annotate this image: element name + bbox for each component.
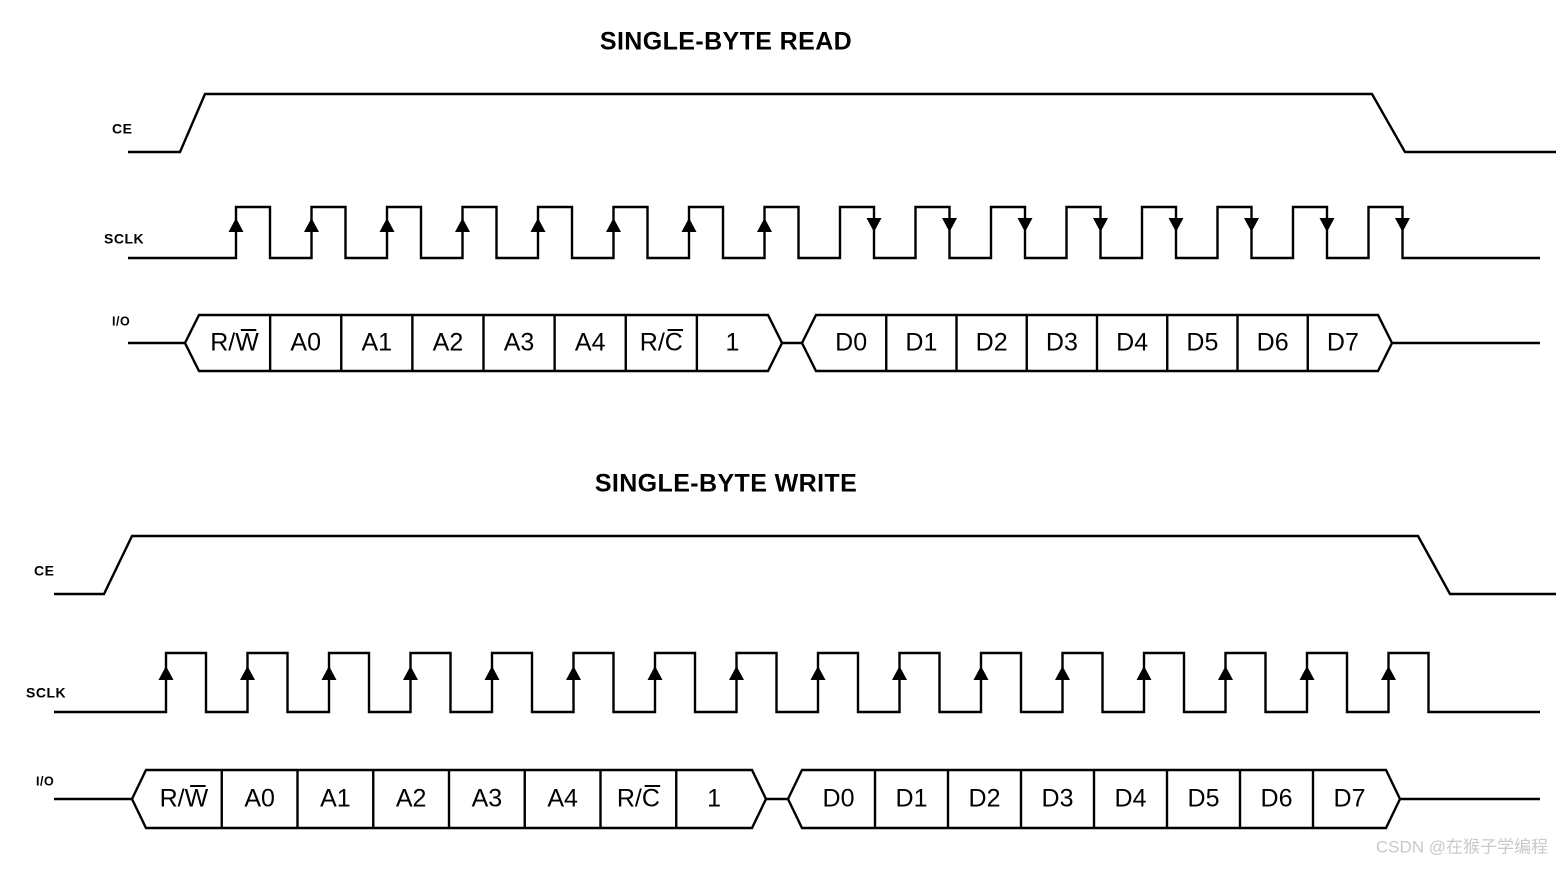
csdn-watermark: CSDN @在猴子学编程 bbox=[1376, 837, 1548, 856]
falling-edge-arrow-icon bbox=[866, 218, 882, 232]
sclk-waveform bbox=[54, 651, 1540, 714]
rising-edge-arrow-icon bbox=[158, 666, 174, 680]
io-cell-label: A4 bbox=[575, 329, 606, 357]
sclk-edge-arrow-group bbox=[158, 666, 1396, 680]
io-cell-label: D4 bbox=[1115, 785, 1147, 813]
section-title: SINGLE-BYTE WRITE bbox=[595, 470, 857, 498]
rising-edge-arrow-icon bbox=[321, 666, 337, 680]
io-cell-label: R/W bbox=[210, 329, 259, 357]
io-cell-label: D5 bbox=[1188, 785, 1220, 813]
io-cell-label: D3 bbox=[1042, 785, 1074, 813]
io-cell-label: A3 bbox=[504, 329, 535, 357]
rising-edge-arrow-icon bbox=[681, 218, 697, 232]
signal-single-byte-write-sclk: SCLK bbox=[26, 651, 1540, 714]
signal-label-ce: CE bbox=[34, 563, 54, 579]
watermark-group: CSDN @在猴子学编程 bbox=[1376, 837, 1548, 856]
io-cell-label: D1 bbox=[896, 785, 928, 813]
ce-waveform bbox=[128, 92, 1556, 154]
rising-edge-arrow-icon bbox=[1218, 666, 1233, 680]
falling-edge-arrow-icon bbox=[1244, 218, 1259, 232]
io-cell-label: D3 bbox=[1046, 329, 1078, 357]
rising-edge-arrow-icon bbox=[1299, 666, 1315, 680]
io-cell-label: A4 bbox=[547, 785, 578, 813]
rising-edge-arrow-icon bbox=[530, 218, 546, 232]
io-cell-label: D4 bbox=[1116, 329, 1148, 357]
signal-single-byte-read-io: I/O R/W A0 A1 A2 A3 A4 R/C 1 D0 D1 D2 D3 D4 D5 D6 D7 bbox=[112, 313, 1540, 373]
io-cell-label: A2 bbox=[433, 329, 464, 357]
rising-edge-arrow-icon bbox=[379, 218, 395, 232]
rising-edge-arrow-icon bbox=[240, 666, 255, 680]
io-cell-label: A2 bbox=[396, 785, 427, 813]
io-cell-label: R/C bbox=[617, 785, 660, 813]
signal-single-byte-write-ce: CE bbox=[34, 534, 1556, 596]
io-bus-group-write-data-byte: D0 D1 D2 D3 D4 D5 D6 D7 bbox=[786, 768, 1402, 830]
io-bus-group-write-command-byte: R/W A0 A1 A2 A3 A4 R/C 1 bbox=[130, 768, 768, 830]
io-cell-label: A1 bbox=[362, 329, 393, 357]
rising-edge-arrow-icon bbox=[892, 666, 907, 680]
signal-label-sclk: SCLK bbox=[104, 231, 144, 247]
ce-waveform bbox=[54, 534, 1556, 596]
io-cell-label: R/W bbox=[160, 785, 209, 813]
rising-edge-arrow-icon bbox=[1136, 666, 1152, 680]
falling-edge-arrow-icon bbox=[1319, 218, 1335, 232]
signal-label-sclk: SCLK bbox=[26, 685, 66, 701]
io-cell-label: A1 bbox=[320, 785, 351, 813]
io-cell-label: D6 bbox=[1261, 785, 1293, 813]
sclk-waveform bbox=[128, 205, 1540, 260]
rising-edge-arrow-icon bbox=[484, 666, 500, 680]
rising-edge-arrow-icon bbox=[729, 666, 744, 680]
io-cell-label: D7 bbox=[1327, 329, 1359, 357]
rising-edge-arrow-icon bbox=[757, 218, 772, 232]
io-cell-label: A0 bbox=[244, 785, 275, 813]
io-cell-label: D5 bbox=[1186, 329, 1218, 357]
section-title: SINGLE-BYTE READ bbox=[600, 28, 852, 56]
io-cell-label: D2 bbox=[969, 785, 1001, 813]
io-cell-label: D0 bbox=[835, 329, 867, 357]
io-bus-group-read-data-byte: D0 D1 D2 D3 D4 D5 D6 D7 bbox=[800, 313, 1394, 373]
io-cell-label: D0 bbox=[823, 785, 855, 813]
signal-single-byte-read-sclk: SCLK bbox=[104, 205, 1540, 260]
rising-edge-arrow-icon bbox=[228, 218, 244, 232]
rising-edge-arrow-icon bbox=[647, 666, 663, 680]
io-cell-label: 1 bbox=[725, 329, 739, 357]
io-cell-label: A3 bbox=[472, 785, 503, 813]
rising-edge-arrow-icon bbox=[566, 666, 581, 680]
io-cell-label: D7 bbox=[1334, 785, 1366, 813]
falling-edge-arrow-icon bbox=[1168, 218, 1184, 232]
rising-edge-arrow-icon bbox=[455, 218, 470, 232]
signal-label-ce: CE bbox=[112, 121, 132, 137]
rising-edge-arrow-icon bbox=[973, 666, 989, 680]
falling-edge-arrow-icon bbox=[1093, 218, 1108, 232]
io-bus-group-read-command-byte: R/W A0 A1 A2 A3 A4 R/C 1 bbox=[183, 313, 784, 373]
rising-edge-arrow-icon bbox=[403, 666, 418, 680]
io-cell-label: D2 bbox=[976, 329, 1008, 357]
io-cell-label: D1 bbox=[905, 329, 937, 357]
rising-edge-arrow-icon bbox=[606, 218, 621, 232]
io-cell-label: R/C bbox=[640, 329, 683, 357]
signal-label-io: I/O bbox=[36, 774, 54, 788]
rising-edge-arrow-icon bbox=[304, 218, 319, 232]
io-cell-label: D6 bbox=[1257, 329, 1289, 357]
io-cell-label: 1 bbox=[707, 785, 721, 813]
falling-edge-arrow-icon bbox=[942, 218, 957, 232]
falling-edge-arrow-icon bbox=[1395, 218, 1410, 232]
falling-edge-arrow-icon bbox=[1017, 218, 1033, 232]
signal-single-byte-read-ce: CE bbox=[112, 92, 1556, 154]
rising-edge-arrow-icon bbox=[1055, 666, 1070, 680]
io-cell-label: A0 bbox=[290, 329, 321, 357]
rising-edge-arrow-icon bbox=[810, 666, 826, 680]
signal-label-io: I/O bbox=[112, 314, 130, 328]
sclk-edge-arrow-group bbox=[228, 218, 1410, 232]
rising-edge-arrow-icon bbox=[1381, 666, 1396, 680]
signal-single-byte-write-io: I/O R/W A0 A1 A2 A3 A4 R/C 1 D0 D1 D2 D3 D4 D5 D6 D7 bbox=[36, 768, 1540, 830]
